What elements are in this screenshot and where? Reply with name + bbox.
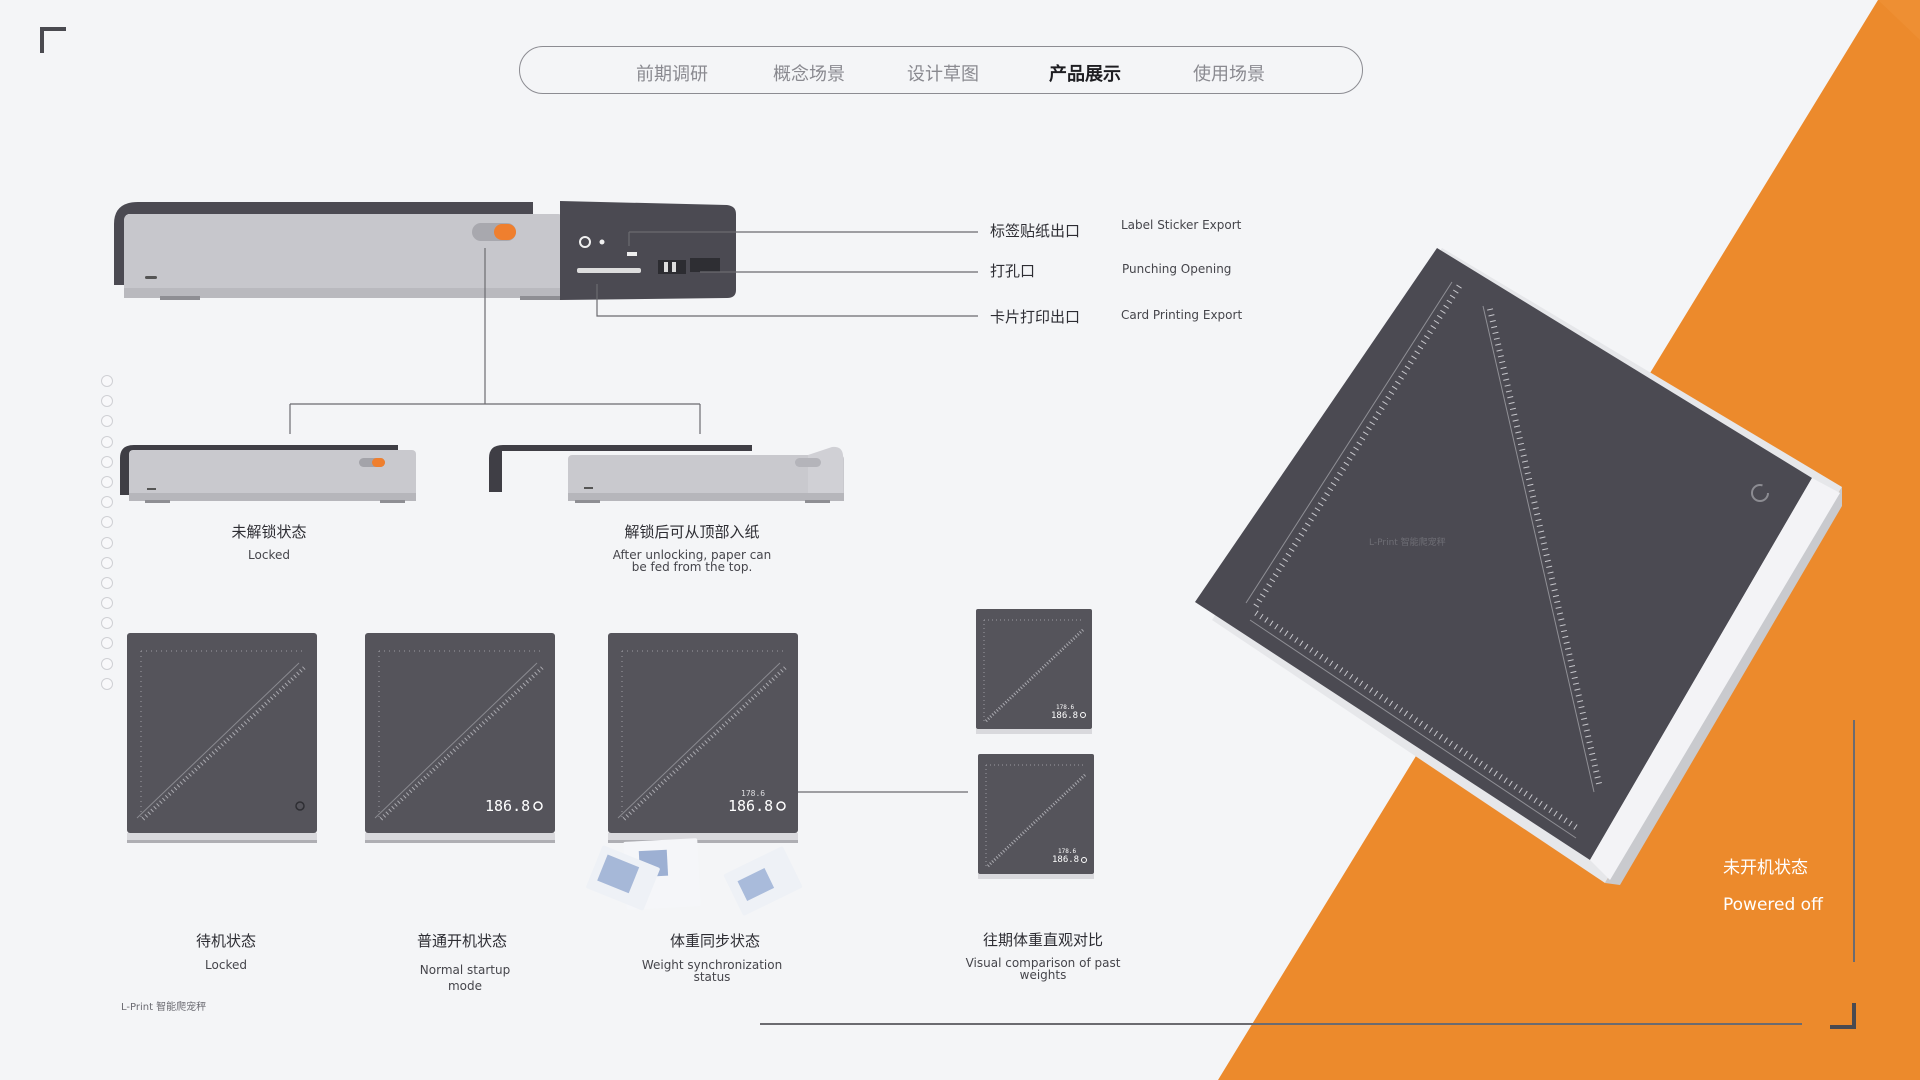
- tile-normal-startup: 186.8: [363, 631, 557, 845]
- standby-caption-en: Locked: [205, 958, 247, 972]
- unlocked-state-caption-en: After unlocking, paper can be fed from t…: [612, 548, 772, 574]
- compare-caption-en: Visual comparison of past weights: [965, 956, 1121, 982]
- power-state-cn: 未开机状态: [1723, 858, 1808, 878]
- section-nav: 前期调研 概念场景 设计草图 产品展示 使用场景: [519, 46, 1363, 94]
- bottom-divider-line: [760, 1023, 1802, 1025]
- tile-sync-subweight: 178.6: [741, 789, 765, 798]
- corner-bracket-bottom-right: [1830, 1003, 1856, 1029]
- nav-tab-showcase[interactable]: 产品展示: [1049, 64, 1121, 85]
- standby-caption-cn: 待机状态: [195, 932, 256, 950]
- compare-caption-cn: 往期体重直观对比: [982, 931, 1103, 949]
- callout-punching-en: Punching Opening: [1122, 262, 1232, 276]
- unlocked-state-caption-cn: 解锁后可从顶部入纸: [624, 523, 760, 541]
- decorative-dot-column: [101, 375, 113, 698]
- tile-normal-weight: 186.8: [485, 797, 530, 815]
- compare-bottom-subweight: 178.6: [1058, 848, 1076, 855]
- callout-card-print-en: Card Printing Export: [1121, 308, 1243, 322]
- nav-tab-concept[interactable]: 概念场景: [773, 64, 845, 85]
- right-divider-line: [1853, 720, 1855, 962]
- normal-startup-caption-cn: 普通开机状态: [416, 932, 507, 950]
- printed-cards: [586, 838, 803, 916]
- callout-card-print-cn: 卡片打印出口: [990, 308, 1081, 326]
- nav-tab-sketch[interactable]: 设计草图: [907, 64, 979, 85]
- weight-sync-caption-cn: 体重同步状态: [669, 932, 760, 950]
- tile-weight-sync: 178.6 186.8: [586, 631, 803, 916]
- printer-side-view-large: [114, 201, 736, 300]
- tile-standby: [125, 631, 319, 845]
- callout-label-sticker-en: Label Sticker Export: [1121, 218, 1242, 232]
- device-brand-text: L-Print 智能爬宠秤: [1369, 536, 1446, 548]
- brand-footer: L-Print 智能爬宠秤: [121, 1002, 207, 1013]
- tile-sync-weight: 186.8: [728, 797, 773, 815]
- power-state-en: Powered off: [1723, 895, 1823, 915]
- locked-state-caption-cn: 未解锁状态: [231, 523, 307, 541]
- corner-bracket-top-left: [40, 27, 66, 53]
- nav-tab-research[interactable]: 前期调研: [636, 64, 708, 85]
- tile-compare-bottom: 178.6 186.8: [976, 752, 1096, 881]
- nav-tab-usage[interactable]: 使用场景: [1193, 64, 1265, 85]
- svg-text:186.8: 186.8: [1051, 711, 1078, 721]
- callout-label-sticker-cn: 标签贴纸出口: [990, 222, 1081, 240]
- power-icon: [1751, 484, 1769, 502]
- printer-side-view-locked: [120, 445, 416, 503]
- compare-top-subweight: 178.6: [1056, 704, 1074, 711]
- locked-state-caption-en: Locked: [248, 548, 290, 562]
- tile-compare-top: 178.6 186.8: [974, 607, 1094, 736]
- weight-sync-caption-en: Weight synchronization status: [641, 958, 783, 984]
- printer-side-view-unlocked: [489, 445, 844, 503]
- normal-startup-caption-en: Normal startup mode: [419, 963, 511, 993]
- callout-punching-cn: 打孔口: [990, 262, 1036, 280]
- svg-text:186.8: 186.8: [1052, 855, 1079, 865]
